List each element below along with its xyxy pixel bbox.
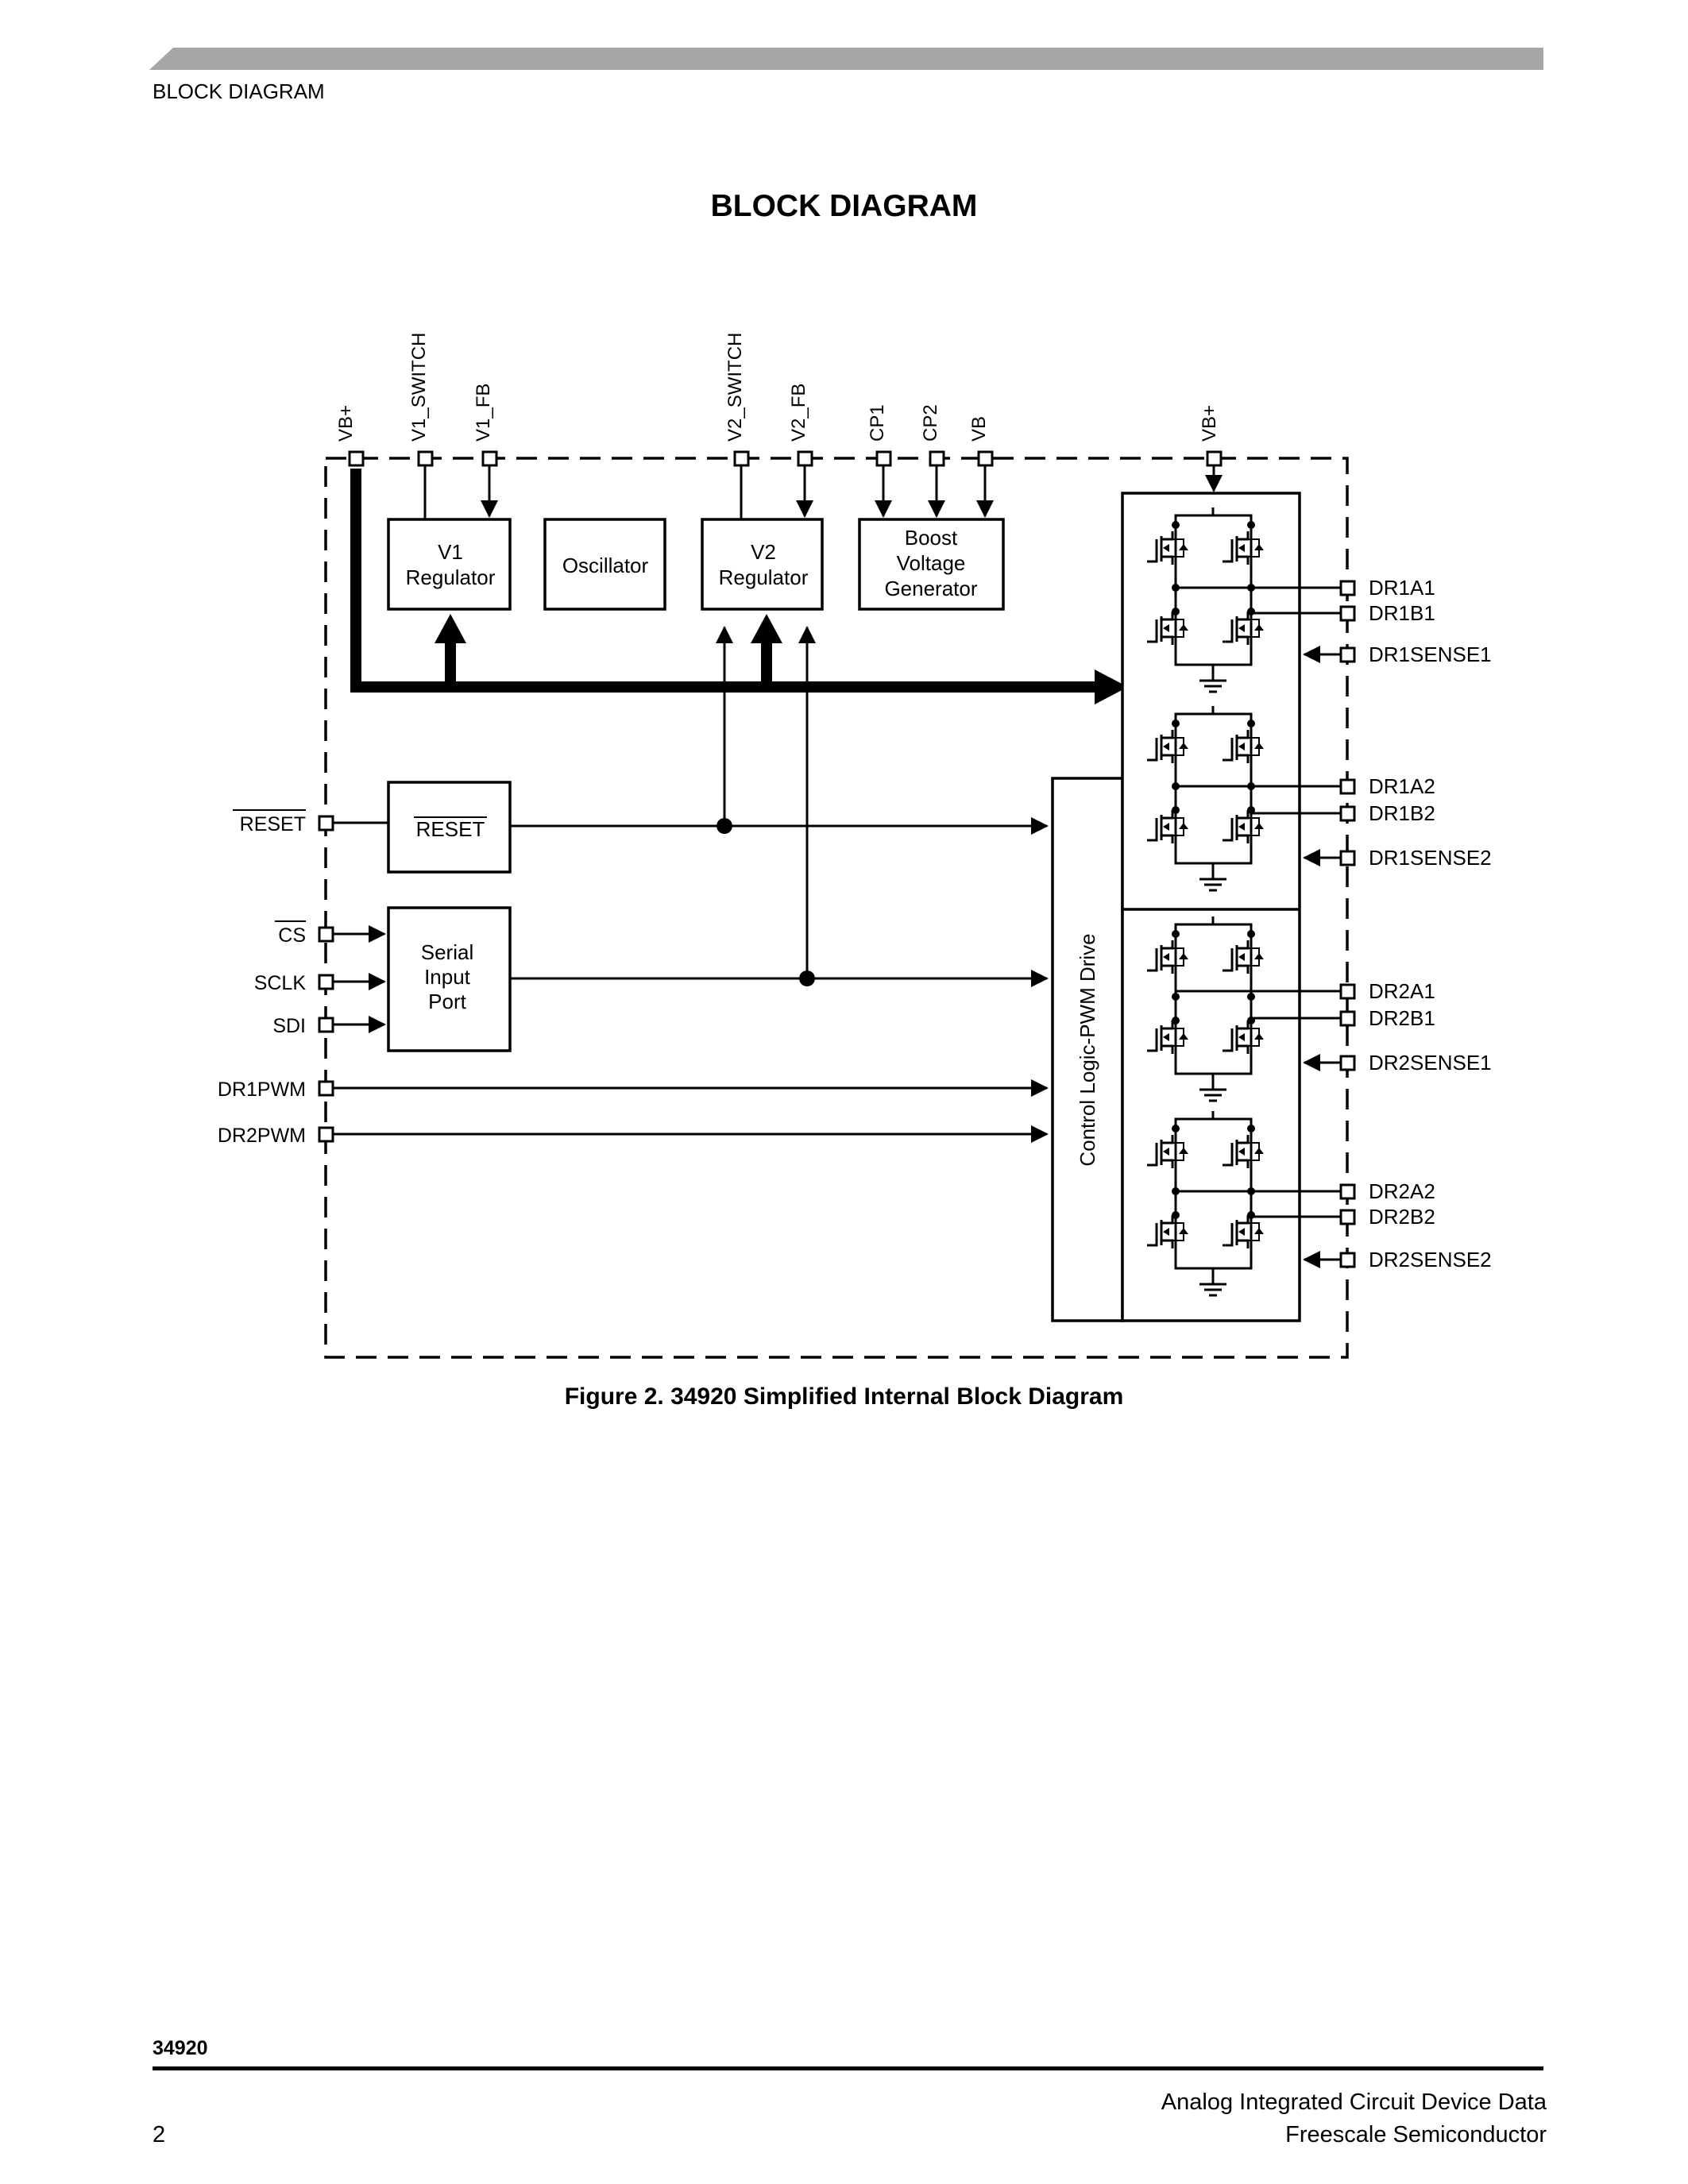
boost-voltage-generator-block [858,518,1005,611]
serial-label-line2: Input [424,965,471,989]
pin-label-v1-switch: V1_SWITCH [408,333,430,442]
control-logic-label: Control Logic-PWM Drive [1076,933,1099,1166]
pin-label-sdi: SDI [272,1015,306,1037]
footer-company: Freescale Semiconductor [1285,2122,1547,2147]
pin-label-cp2: CP2 [920,404,941,442]
top-pin-wires [423,464,1223,519]
control-logic-block [1051,777,1124,1322]
pin-label-reset: RESET [240,813,306,835]
serial-input-port-block [387,906,512,1052]
right-pin-squares [1339,580,1356,1268]
footer-doc-title: Analog Integrated Circuit Device Data [1161,2089,1547,2115]
figure-caption: Figure 2. 34920 Simplified Internal Bloc… [564,1383,1124,1410]
top-pin-squares [348,450,1223,467]
pin-label-dr1a2: DR1A2 [1369,774,1435,798]
pin-label-cs: CS [278,924,306,947]
boost-label-line3: Generator [884,577,977,600]
v2-regulator-label-line2: Regulator [719,565,809,589]
pin-label-vbplus-left: VB+ [335,405,357,442]
pin-label-dr1sense2: DR1SENSE2 [1369,846,1492,870]
pin-label-dr2sense2: DR2SENSE2 [1369,1248,1492,1271]
v1-regulator-label-line2: Regulator [406,565,496,589]
pin-label-v2-switch: V2_SWITCH [724,333,746,442]
right-pin-wires [1176,586,1342,1268]
left-pin-squares [318,815,334,1143]
pin-label-dr1b1: DR1B1 [1369,601,1435,625]
pin-label-cp1: CP1 [867,404,888,442]
boost-label-line1: Boost [905,526,958,550]
reset-block [387,781,512,874]
pin-label-dr1pwm: DR1PWM [218,1078,306,1101]
pin-label-v1-fb: V1_FB [473,384,494,442]
pin-label-v2-fb: V2_FB [788,384,809,442]
pin-label-dr2b1: DR2B1 [1369,1006,1435,1030]
v2-regulator-block [701,518,824,611]
v2-regulator-label-line1: V2 [751,540,776,564]
pin-label-dr1a1: DR1A1 [1369,576,1435,600]
v1-regulator-block [387,518,512,611]
header-bar [149,48,1543,70]
chip-outline [324,457,1349,1359]
pin-label-dr2sense1: DR2SENSE1 [1369,1051,1492,1075]
page-number: 2 [153,2122,166,2147]
pin-label-dr2b2: DR2B2 [1369,1205,1435,1229]
pin-label-vb: VB [968,416,990,442]
pin-label-dr2a1: DR2A1 [1369,979,1435,1003]
pin-label-dr2pwm: DR2PWM [218,1125,306,1147]
pin-label-sclk: SCLK [254,972,307,994]
footer-rule [153,2066,1543,2070]
output-driver-block [1121,492,1301,1322]
oscillator-block [543,518,666,611]
page-title: BLOCK DIAGRAM [710,189,978,223]
block-diagram: VB+ V1_SWITCH V1_FB V2_SWITCH V2_FB CP1 … [218,333,1492,1359]
pin-label-dr1b2: DR1B2 [1369,801,1435,825]
pin-label-dr2a2: DR2A2 [1369,1179,1435,1203]
section-label: BLOCK DIAGRAM [153,79,325,103]
reset-block-label: RESET [416,817,485,841]
v1-regulator-label-line1: V1 [438,540,463,564]
power-bus [350,469,1128,704]
pin-label-vbplus-right: VB+ [1199,405,1220,442]
part-number: 34920 [153,2037,208,2059]
boost-label-line2: Voltage [897,551,966,575]
oscillator-label: Oscillator [562,554,649,577]
pin-label-dr1sense1: DR1SENSE1 [1369,642,1492,666]
signal-wires [334,626,1049,1143]
serial-label-line1: Serial [421,940,473,964]
serial-label-line3: Port [428,990,466,1013]
